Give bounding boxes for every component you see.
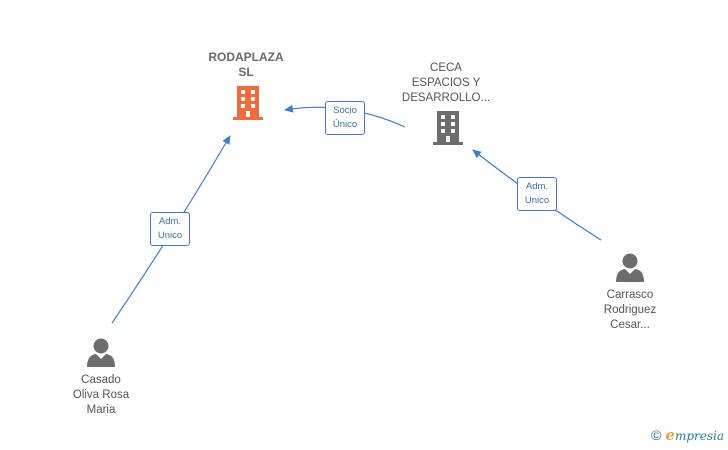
- brand-rest: mpresia: [674, 429, 724, 443]
- person-icon-carrasco[interactable]: [616, 253, 644, 283]
- node-label-line: ESPACIOS Y: [411, 77, 481, 89]
- node-label-casado[interactable]: Casado Oliva Rosa Maria: [51, 373, 151, 418]
- node-label-line: Cesar...: [610, 319, 650, 331]
- node-label-carrasco[interactable]: Carrasco Rodriguez Cesar...: [580, 288, 680, 333]
- relation-label-line: Socio: [333, 105, 357, 116]
- copyright-brand: ©empresia: [651, 426, 724, 444]
- relation-label-line: Adm.: [158, 216, 182, 227]
- building-icon-rodaplaza[interactable]: [233, 86, 263, 120]
- copyright-icon: ©: [651, 427, 662, 443]
- relation-label-line: Único: [332, 119, 358, 130]
- relation-label-adm-unico-carrasco[interactable]: Adm. Unico: [517, 177, 557, 211]
- node-label-line: DESARROLLO...: [401, 92, 491, 104]
- node-label-line: Maria: [86, 404, 116, 416]
- node-label-line: SL: [238, 65, 254, 79]
- relation-label-line: Adm.: [525, 181, 549, 192]
- node-label-line: Oliva Rosa: [72, 389, 130, 401]
- node-label-line: Casado: [81, 374, 121, 386]
- node-label-line: Carrasco: [606, 289, 654, 301]
- node-label-ceca[interactable]: CECA ESPACIOS Y DESARROLLO...: [396, 61, 496, 106]
- relation-label-adm-unico-casado[interactable]: Adm. Unico: [150, 212, 190, 246]
- building-icon-ceca[interactable]: [433, 111, 463, 145]
- empresia-logo: empresia: [665, 426, 724, 444]
- node-label-line: CECA: [430, 62, 462, 74]
- person-icon-casado[interactable]: [87, 338, 115, 368]
- node-label-line: RODAPLAZA: [208, 50, 284, 64]
- relation-label-socio-unico[interactable]: Socio Único: [325, 101, 365, 135]
- relation-label-line: Unico: [157, 230, 183, 241]
- relation-label-line: Unico: [524, 195, 550, 206]
- node-label-line: Rodriguez: [603, 304, 657, 316]
- brand-initial: e: [665, 426, 675, 444]
- node-label-rodaplaza[interactable]: RODAPLAZA SL: [196, 50, 296, 80]
